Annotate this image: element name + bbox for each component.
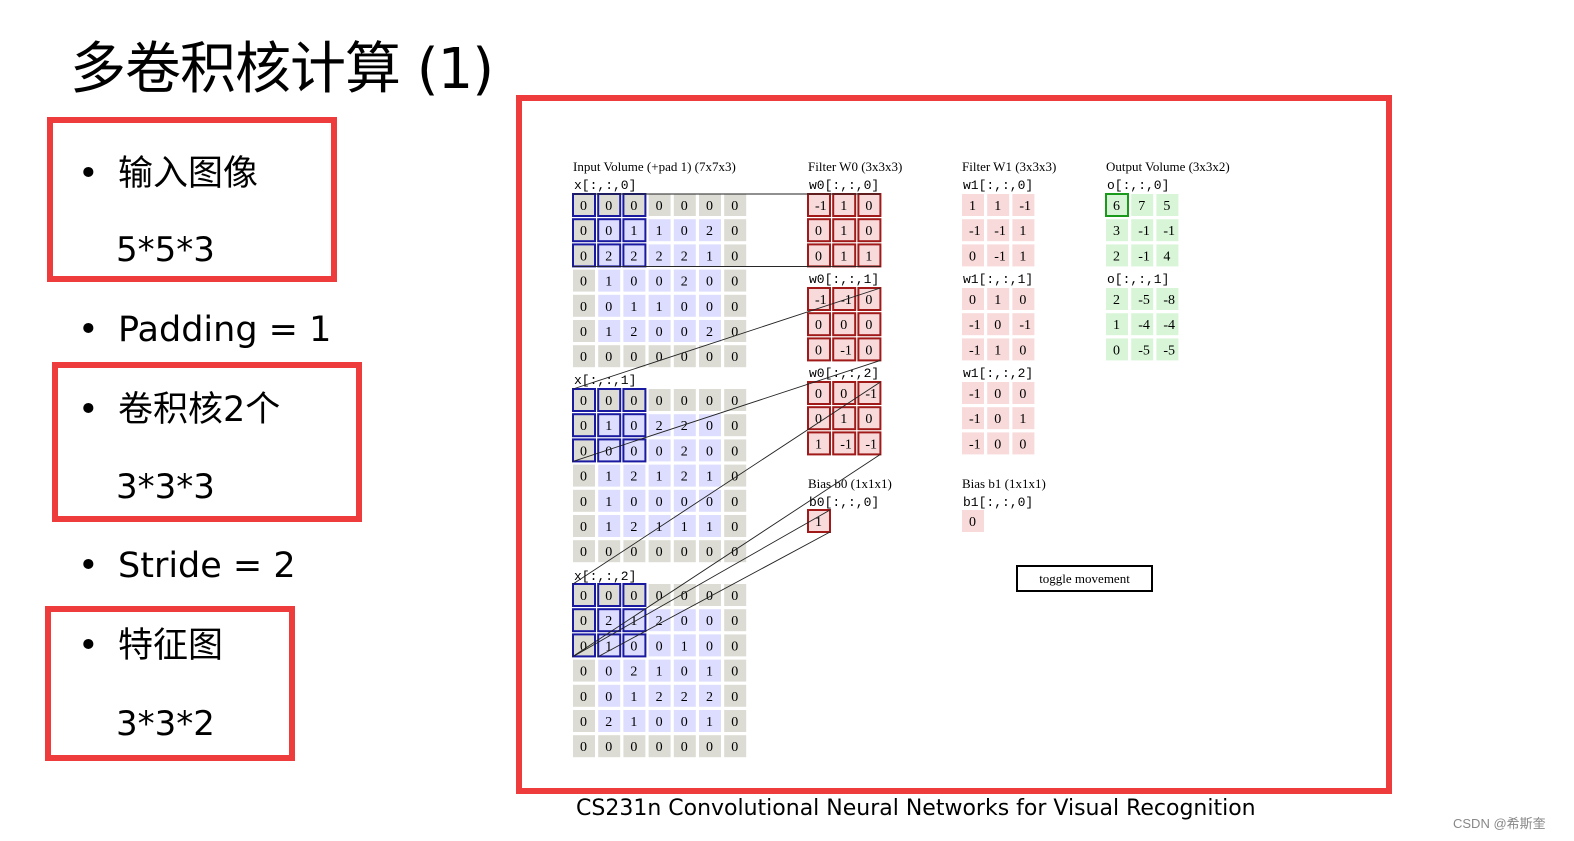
caption: CS231n Convolutional Neural Networks for… xyxy=(576,796,1256,821)
bullet-input-image: • 输入图像 xyxy=(78,152,258,196)
bullet-kernels: • 卷积核2个 xyxy=(78,388,280,432)
demo-frame xyxy=(516,95,1392,794)
bullet-label: 卷积核2个 xyxy=(118,390,281,430)
bullet-feature-map: • 特征图 xyxy=(78,624,223,668)
bullet-label: Stride = 2 xyxy=(118,546,296,586)
credit: CSDN @希斯奎 xyxy=(1453,816,1546,831)
page-title: 多卷积核计算 (1) xyxy=(70,37,494,102)
bullet-dot: • xyxy=(78,310,99,350)
kernel-frame xyxy=(52,362,362,522)
bullet-dot: • xyxy=(78,154,99,194)
bullet-label: Padding = 1 xyxy=(118,310,332,350)
bullet-dot: • xyxy=(78,626,99,666)
feature-map-size: 3*3*2 xyxy=(116,704,215,744)
toggle-movement-button[interactable]: toggle movement xyxy=(1016,565,1153,592)
bullet-stride: • Stride = 2 xyxy=(78,544,296,588)
bullet-padding: • Padding = 1 xyxy=(78,308,331,352)
bullet-label: 输入图像 xyxy=(118,154,259,194)
input-image-size: 5*5*3 xyxy=(116,230,215,270)
feature-map-frame xyxy=(45,606,295,761)
bullet-label: 特征图 xyxy=(118,626,224,666)
bullet-dot: • xyxy=(78,546,99,586)
input-image-frame xyxy=(47,117,337,282)
bullet-dot: • xyxy=(78,390,99,430)
kernel-size: 3*3*3 xyxy=(116,467,215,507)
